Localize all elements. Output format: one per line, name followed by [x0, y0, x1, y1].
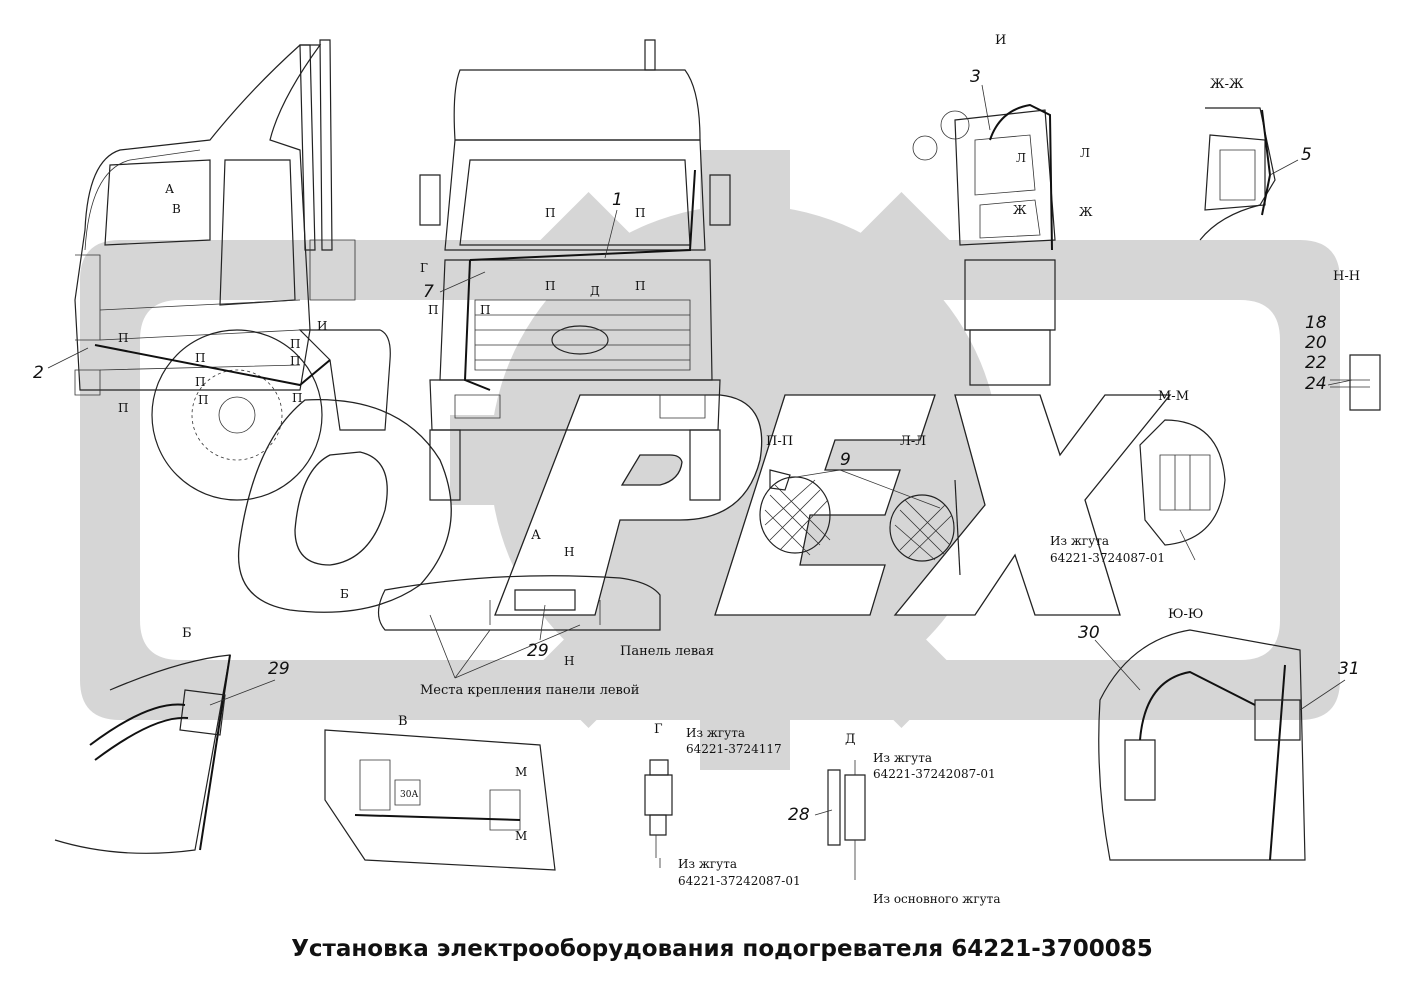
mark-n: Н: [564, 654, 574, 668]
truck-front-view: [419, 39, 731, 501]
mark-b: Б: [340, 587, 349, 601]
label-section-zh-zh: Ж-Ж: [1210, 77, 1244, 92]
section-zh-zh: [1199, 107, 1276, 241]
watermark-letter-o: [238, 398, 452, 613]
callout-numbers: 1 2 3 5 7 9 18 20 22 24 28 29 29 30 31: [33, 67, 1360, 825]
callout-30: 30: [1078, 623, 1100, 643]
note-panel-left: Панель левая: [620, 644, 714, 659]
note-g-top-code: 64221-3724117: [686, 742, 782, 756]
view-i: [912, 103, 1056, 386]
watermark-letters: [238, 394, 1172, 616]
note-fuse: 30А: [400, 790, 418, 800]
mark-p: П: [635, 279, 645, 293]
mark-i: И: [317, 319, 327, 333]
callout-31: 31: [1338, 659, 1360, 679]
mark-p: П: [198, 393, 208, 407]
section-n-n: [1330, 354, 1381, 411]
view-d: [827, 760, 866, 880]
callout-29-a: 29: [527, 641, 549, 661]
mark-p: П: [545, 206, 555, 220]
mark-n: Н: [564, 545, 574, 559]
callout-leaders: [47, 84, 1353, 816]
mark-p: П: [635, 206, 645, 220]
section-labels: И Ж-Ж Н-Н М-М П-П Л-Л Ю-Ю А Б В Г Д: [182, 33, 1360, 747]
label-section-l-l: Л-Л: [900, 434, 926, 449]
mark-v: В: [172, 202, 181, 216]
label-view-g: Г: [654, 722, 663, 737]
note-g-bottom-code: 64221-37242087-01: [678, 874, 801, 888]
section-m-m: [1139, 419, 1226, 561]
mark-m: М: [515, 765, 527, 779]
callout-18: 18: [1305, 313, 1327, 333]
mark-zh: Ж: [1079, 205, 1093, 219]
mark-l: Л: [1016, 151, 1026, 165]
note-harness-m: Из жгута: [1050, 534, 1109, 548]
callout-22: 22: [1305, 353, 1327, 373]
mark-zh: Ж: [1013, 203, 1027, 217]
note-d-bottom: Из основного жгута: [873, 892, 1000, 906]
mark-p: П: [480, 303, 490, 317]
view-yu-yu: [1098, 629, 1306, 861]
note-d-top-code: 64221-37242087-01: [873, 767, 996, 781]
mark-p: П: [195, 375, 205, 389]
mark-g: Г: [420, 261, 428, 275]
watermark-letter-x: [893, 394, 1172, 616]
mark-a: А: [165, 182, 174, 196]
label-section-n-n: Н-Н: [1333, 269, 1360, 284]
view-v: [324, 729, 556, 871]
view-g: [644, 759, 673, 868]
notes: Из жгута 64221-3724087-01 Панель левая М…: [400, 534, 1165, 906]
mark-p: П: [118, 401, 128, 415]
callout-9: 9: [840, 450, 851, 470]
watermark-frame: [80, 240, 1340, 720]
label-section-p-p: П-П: [766, 434, 793, 449]
watermark: [80, 150, 1340, 770]
watermark-letter-p: [494, 394, 763, 616]
label-view-i: И: [995, 33, 1006, 48]
label-view-d: Д: [845, 732, 856, 747]
mark-m: М: [515, 829, 527, 843]
callout-5: 5: [1301, 145, 1312, 165]
note-harness-m-code: 64221-3724087-01: [1050, 551, 1165, 565]
section-marks: А В П П П П П П П П И П П П П П П Г Д Л …: [118, 146, 1093, 843]
note-d-top: Из жгута: [873, 751, 932, 765]
label-view-b: Б: [182, 626, 192, 641]
section-l-l: [889, 479, 961, 576]
label-view-v: В: [398, 714, 408, 729]
truck-side-view: [74, 39, 391, 501]
mark-p: П: [428, 303, 438, 317]
label-section-yu-yu: Ю-Ю: [1168, 607, 1203, 622]
mark-p: П: [118, 331, 128, 345]
diagram-title: Установка электрооборудования подогреват…: [291, 936, 1153, 962]
view-b: [54, 654, 231, 854]
note-g-top: Из жгута: [686, 726, 745, 740]
callout-7: 7: [423, 282, 434, 302]
label-section-m-m: М-М: [1158, 389, 1189, 404]
note-panel-mounts: Места крепления панели левой: [420, 683, 639, 698]
mark-p: П: [290, 354, 300, 368]
mark-l: Л: [1080, 146, 1090, 160]
note-g-bottom: Из жгута: [678, 857, 737, 871]
callout-2: 2: [33, 363, 44, 383]
callout-20: 20: [1305, 333, 1327, 353]
mark-p: П: [545, 279, 555, 293]
view-a-panel: [377, 575, 661, 679]
callout-28: 28: [788, 805, 810, 825]
callout-1: 1: [612, 190, 623, 210]
callout-3: 3: [970, 67, 981, 87]
label-view-a: А: [531, 528, 541, 543]
mark-p: П: [195, 351, 205, 365]
callout-29-b: 29: [268, 659, 290, 679]
mark-p: П: [290, 337, 300, 351]
mark-p: П: [292, 391, 302, 405]
callout-24: 24: [1305, 374, 1327, 394]
watermark-letter-e: [714, 394, 936, 616]
mark-d: Д: [590, 284, 600, 298]
